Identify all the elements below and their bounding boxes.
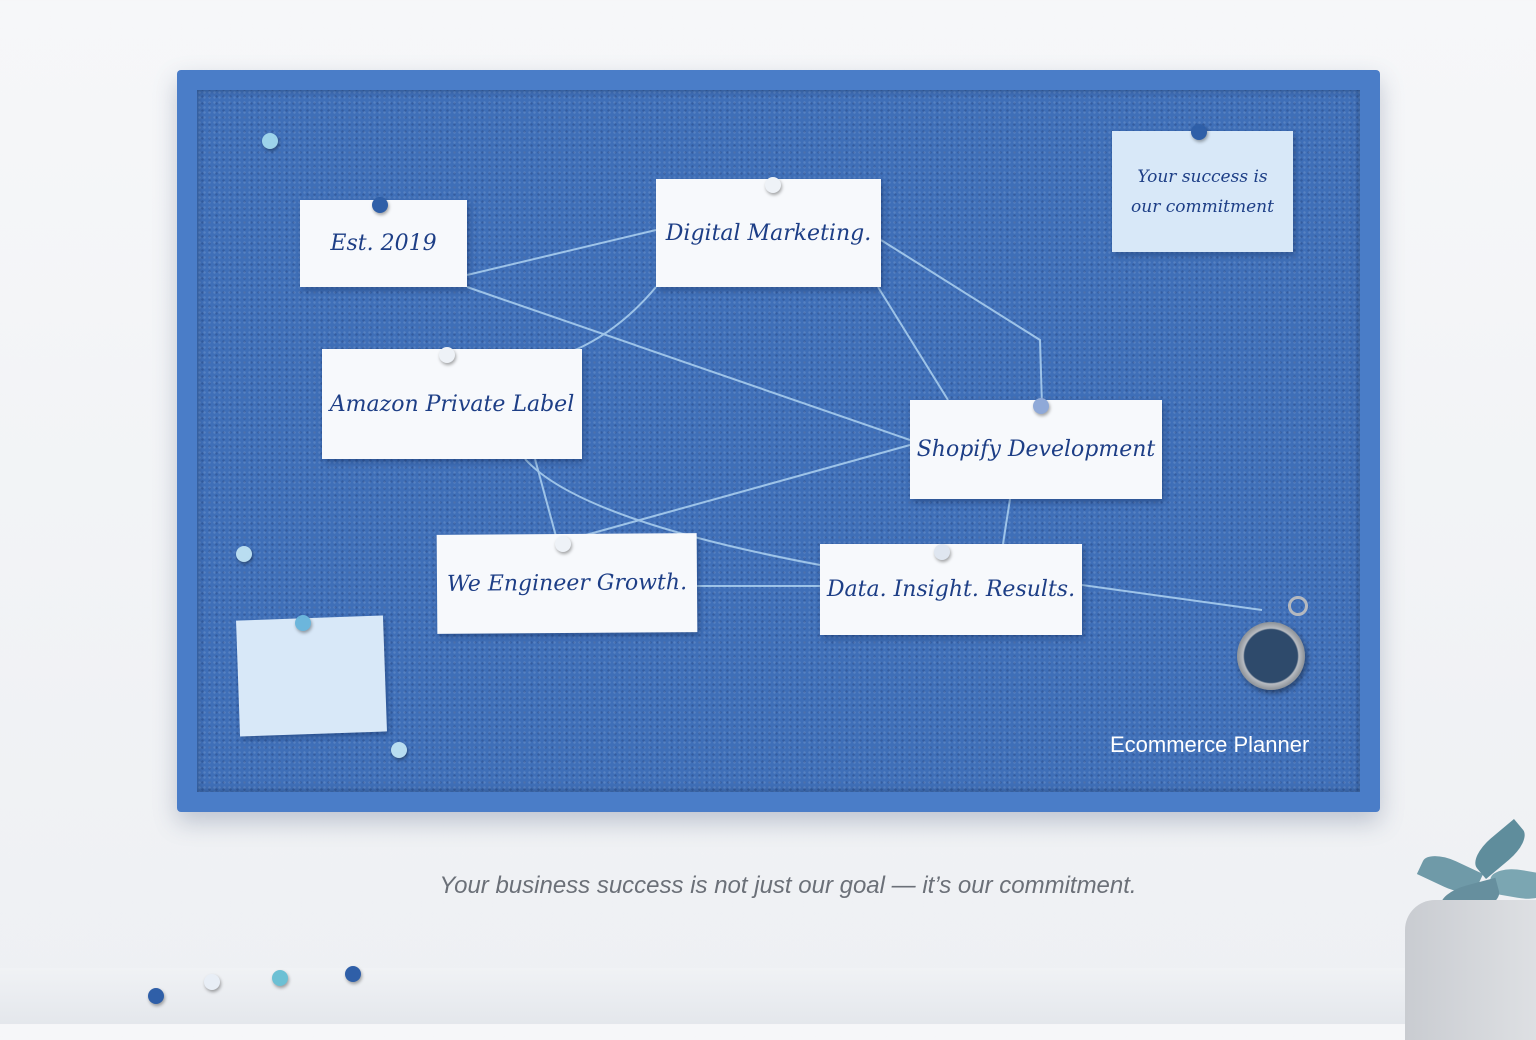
card-text: Amazon Private Label	[329, 391, 575, 417]
pushpin-icon	[555, 536, 571, 552]
tagline: Your business success is not just our go…	[439, 872, 1137, 899]
pushpin-icon	[262, 133, 278, 149]
note-line: Your success is	[1137, 166, 1268, 187]
plant-pot	[1405, 900, 1536, 1040]
card-text: Shopify Development	[916, 437, 1156, 462]
shelf	[0, 968, 1536, 1024]
blank-sticky-note	[236, 615, 387, 737]
pushpin-icon	[391, 742, 407, 758]
pushpin-icon	[372, 197, 388, 213]
card-text: Digital Marketing.	[665, 220, 872, 246]
card-text: Est. 2019	[330, 231, 437, 256]
pushpin-icon	[1033, 398, 1049, 414]
card-digital-marketing: Digital Marketing.	[656, 179, 881, 287]
note-line: our commitment	[1131, 196, 1274, 217]
pushpin-icon	[236, 546, 252, 562]
brand-label: Ecommerce Planner	[1110, 732, 1310, 757]
compass-ring	[1288, 596, 1308, 616]
compass-icon	[1237, 622, 1305, 690]
pushpin-icon	[765, 177, 781, 193]
sticky-note-commitment: Your success is our commitment	[1112, 131, 1293, 252]
card-est-2019: Est. 2019	[300, 200, 467, 287]
card-shopify-development: Shopify Development	[910, 400, 1162, 499]
loose-pushpin-icon	[345, 966, 361, 982]
card-text: Data. Insight. Results.	[826, 577, 1076, 602]
card-text: We Engineer Growth.	[446, 570, 688, 597]
loose-pushpin-icon	[148, 988, 164, 1004]
pushpin-icon	[934, 544, 950, 560]
card-amazon-private-label: Amazon Private Label	[322, 349, 582, 459]
pushpin-icon	[295, 615, 311, 631]
pushpin-icon	[1191, 124, 1207, 140]
loose-pushpin-icon	[272, 970, 288, 986]
loose-pushpin-icon	[204, 974, 220, 990]
card-data-insight-results: Data. Insight. Results.	[820, 544, 1082, 635]
pushpin-icon	[439, 347, 455, 363]
